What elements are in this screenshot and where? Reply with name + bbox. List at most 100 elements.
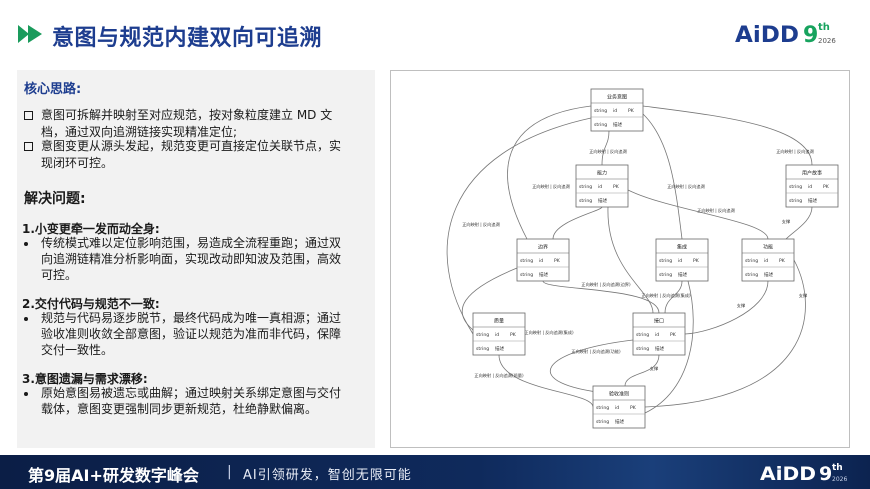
entity-name: 集成 bbox=[677, 244, 687, 251]
footer-title: 第9届AI+研发数字峰会 bbox=[28, 466, 199, 485]
edge-label: 正向映射 | 反向追溯 bbox=[462, 221, 500, 228]
edge-capability-interface bbox=[607, 206, 654, 314]
entity-field: id bbox=[808, 184, 812, 190]
entity-box bbox=[655, 238, 709, 282]
entity-field: PK bbox=[554, 258, 561, 264]
entity-field: id bbox=[678, 258, 682, 264]
entity-field: string bbox=[636, 346, 649, 352]
entity-field: PK bbox=[630, 405, 637, 411]
footer-logo-year: 2026 bbox=[832, 476, 847, 483]
entity-box bbox=[472, 312, 526, 356]
edge-quality-acceptance bbox=[498, 354, 594, 408]
core-point-2-line-2: 现闭环可控。 bbox=[41, 156, 114, 170]
edge-interface-acceptance-direct bbox=[624, 354, 660, 387]
edge-label: 正向映射 | 反向追溯(集成) bbox=[641, 292, 691, 299]
checkbox-bullet-icon bbox=[24, 111, 33, 120]
problem-1-line-1: 传统模式难以定位影响范围，易造成全流程重跑；通过双 bbox=[41, 236, 342, 250]
edge-label: 正向映射 | 反向追溯 bbox=[776, 148, 814, 155]
entity-name: 接口 bbox=[654, 318, 664, 325]
entity-field: string bbox=[636, 332, 649, 338]
entity-field: 描述 bbox=[764, 271, 774, 278]
entity-name: 功能 bbox=[763, 244, 773, 251]
entity-field: string bbox=[659, 272, 672, 278]
edge-label: 支撑 bbox=[650, 365, 659, 372]
entity-field: 描述 bbox=[495, 345, 505, 352]
entity-name: 能力 bbox=[597, 170, 607, 177]
logo-sup: th bbox=[818, 22, 830, 33]
problem-3-title: 3.意图遗漏与需求漂移: bbox=[22, 372, 148, 386]
edge-intent-integration bbox=[642, 113, 683, 240]
entity-field: string bbox=[594, 108, 607, 114]
entity-field: string bbox=[520, 258, 533, 264]
entity-name: 边界 bbox=[538, 244, 548, 251]
entity-field: PK bbox=[779, 258, 786, 264]
problem-2-title: 2.交付代码与规范不一致: bbox=[22, 297, 160, 311]
edge-label: 正向映射 | 反向追溯 bbox=[589, 148, 627, 155]
edge-label: 正向映射 | 反向追溯 bbox=[532, 183, 570, 190]
problem-1-line-3: 可控。 bbox=[41, 268, 78, 282]
entity-field: string bbox=[476, 332, 489, 338]
entity-field: 描述 bbox=[655, 345, 665, 352]
core-point-2-line-1: 意图变更从源头发起，规范变更可直接定位关联节点，实 bbox=[41, 139, 342, 153]
entity-name: 验收准则 bbox=[609, 391, 629, 398]
problem-3-line-2: 载体，意图变更强制同步更新规范，杜绝静默偏离。 bbox=[41, 402, 318, 416]
page-title: 意图与规范内建双向可追溯 bbox=[52, 26, 323, 51]
entity-node: 边界 string id PK string 描述 bbox=[516, 238, 570, 282]
edge-intent-story bbox=[642, 105, 813, 166]
entity-field: string bbox=[579, 184, 592, 190]
bullet-dot-icon bbox=[24, 392, 28, 396]
footer-separator: | bbox=[227, 464, 232, 480]
edge-label: 支撑 bbox=[782, 218, 791, 225]
entity-field: 描述 bbox=[678, 271, 688, 278]
entity-box bbox=[516, 238, 570, 282]
slide-header: 意图与规范内建双向可追溯 AiDD 9 th 2026 bbox=[0, 0, 870, 62]
double-arrow-icon bbox=[18, 25, 42, 43]
entity-field: string bbox=[659, 258, 672, 264]
entity-field: 描述 bbox=[539, 271, 549, 278]
entity-box bbox=[575, 164, 629, 208]
entity-field: string bbox=[596, 419, 609, 425]
footer-logo-edition: 9 bbox=[819, 463, 832, 485]
entity-field: string bbox=[520, 272, 533, 278]
entity-field: string bbox=[789, 184, 802, 190]
edge-label: 支撑 bbox=[737, 302, 746, 309]
problem-2-line-1: 规范与代码易逐步脱节，最终代码成为唯一真相源；通过 bbox=[41, 311, 342, 325]
edge-boundary-quality bbox=[461, 267, 518, 331]
problem-1-title: 1.小变更牵一发而动全身: bbox=[22, 222, 160, 236]
core-heading: 核心思路: bbox=[24, 82, 82, 97]
entity-field: PK bbox=[823, 184, 830, 190]
entity-field: string bbox=[596, 405, 609, 411]
entity-box bbox=[785, 164, 839, 208]
entity-name: 用户故事 bbox=[802, 170, 822, 177]
edge-intent-boundary bbox=[507, 105, 592, 240]
checkbox-bullet-icon bbox=[24, 142, 33, 151]
problem-3-line-1: 原始意图易被遗忘或曲解；通过映射关系绑定意图与交付 bbox=[41, 386, 342, 400]
edge-integration-interface bbox=[664, 280, 683, 314]
entity-field: PK bbox=[613, 184, 620, 190]
edge-intent-quality bbox=[446, 117, 592, 335]
edge-label: 正向映射 | 反向追溯(质量) bbox=[474, 372, 524, 379]
entity-name: 业务意图 bbox=[607, 94, 627, 101]
footer-slogan: AI引领研发，智创无限可能 bbox=[243, 468, 412, 483]
entity-field: 描述 bbox=[615, 418, 625, 425]
edge-label: 正向映射 | 反向追溯 bbox=[697, 207, 735, 214]
edge-story-function bbox=[785, 206, 813, 240]
bullet-dot-icon bbox=[24, 317, 28, 321]
logo-letters: AiDD bbox=[735, 23, 799, 48]
entity-box bbox=[590, 88, 644, 132]
entity-field: id bbox=[539, 258, 543, 264]
entity-field: string bbox=[745, 258, 758, 264]
entity-field: id bbox=[613, 108, 617, 114]
edge-label: 支撑 bbox=[799, 292, 808, 299]
entity-field: string bbox=[579, 198, 592, 204]
edge-label: 正向映射 | 反向追溯 bbox=[667, 183, 705, 190]
edge-label: 正向映射 | 反向追溯(边界) bbox=[581, 281, 631, 288]
